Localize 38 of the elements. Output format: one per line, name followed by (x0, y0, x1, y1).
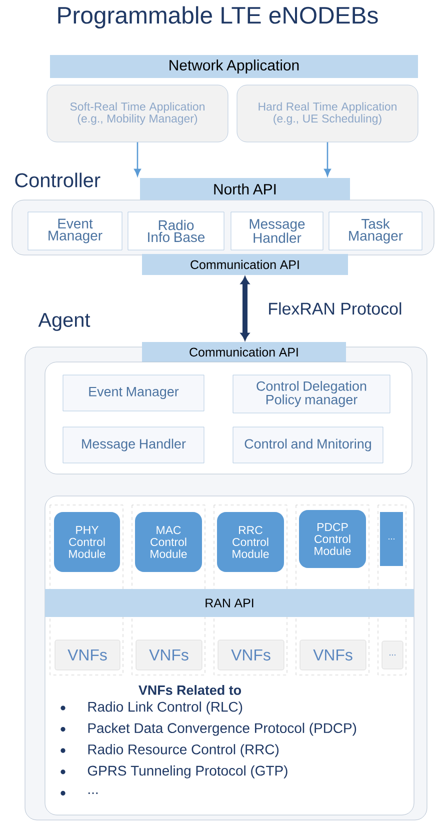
list-item: Packet Data Convergence Protocol (PDCP) (88, 722, 356, 736)
api-band: RAN API (45, 589, 414, 617)
component-box: Control Delegation Policy manager (232, 374, 390, 414)
vnf-box: VNFs (136, 640, 202, 670)
vnf-box: VNFs (218, 640, 284, 670)
module-box: PDCP Control Module (299, 510, 366, 568)
api-bar: North API (140, 178, 350, 200)
list-item: ... (88, 792, 98, 794)
component-box: Message Handler (62, 426, 204, 464)
list-heading: VNFs Related to (138, 685, 242, 695)
component-box: Radio Info Base (128, 212, 224, 250)
application-box: Soft-Real Time Application (e.g., Mobility Manager) (46, 84, 228, 142)
edge-label: FlexRAN Protocol (269, 302, 402, 315)
application-box: Hard Real Time Application (e.g., UE Scheduling) (236, 84, 418, 142)
vnf-box: VNFs (300, 640, 366, 670)
arrow (134, 142, 141, 176)
module-box: MAC Control Module (135, 512, 202, 572)
api-bar: Communication API (142, 254, 348, 275)
module-box: RRC Control Module (217, 512, 284, 572)
arrow (324, 142, 331, 176)
arrow (240, 276, 250, 340)
section-heading: Controller (15, 172, 100, 188)
component-box: Event Manager (62, 374, 204, 412)
component-box: Message Handler (230, 212, 324, 250)
section-heading: Agent (38, 313, 90, 331)
vnf-box: ... (382, 640, 404, 670)
api-bar: Communication API (142, 342, 346, 362)
list-item: GPRS Tunneling Protocol (GTP) (88, 765, 288, 778)
vnf-box: VNFs (54, 640, 120, 670)
component-box: Control and Mnitoring (232, 426, 384, 464)
component-box: Event Manager (28, 212, 122, 250)
list-item: Radio Resource Control (RRC) (88, 744, 279, 758)
module-box: ... (380, 512, 403, 566)
list-item: Radio Link Control (RLC) (88, 702, 242, 714)
api-bar: Network Application (50, 55, 418, 78)
title: Programmable LTE eNODEBs (58, 6, 378, 28)
component-box: Task Manager (328, 212, 422, 250)
module-box: PHY Control Module (54, 512, 120, 572)
